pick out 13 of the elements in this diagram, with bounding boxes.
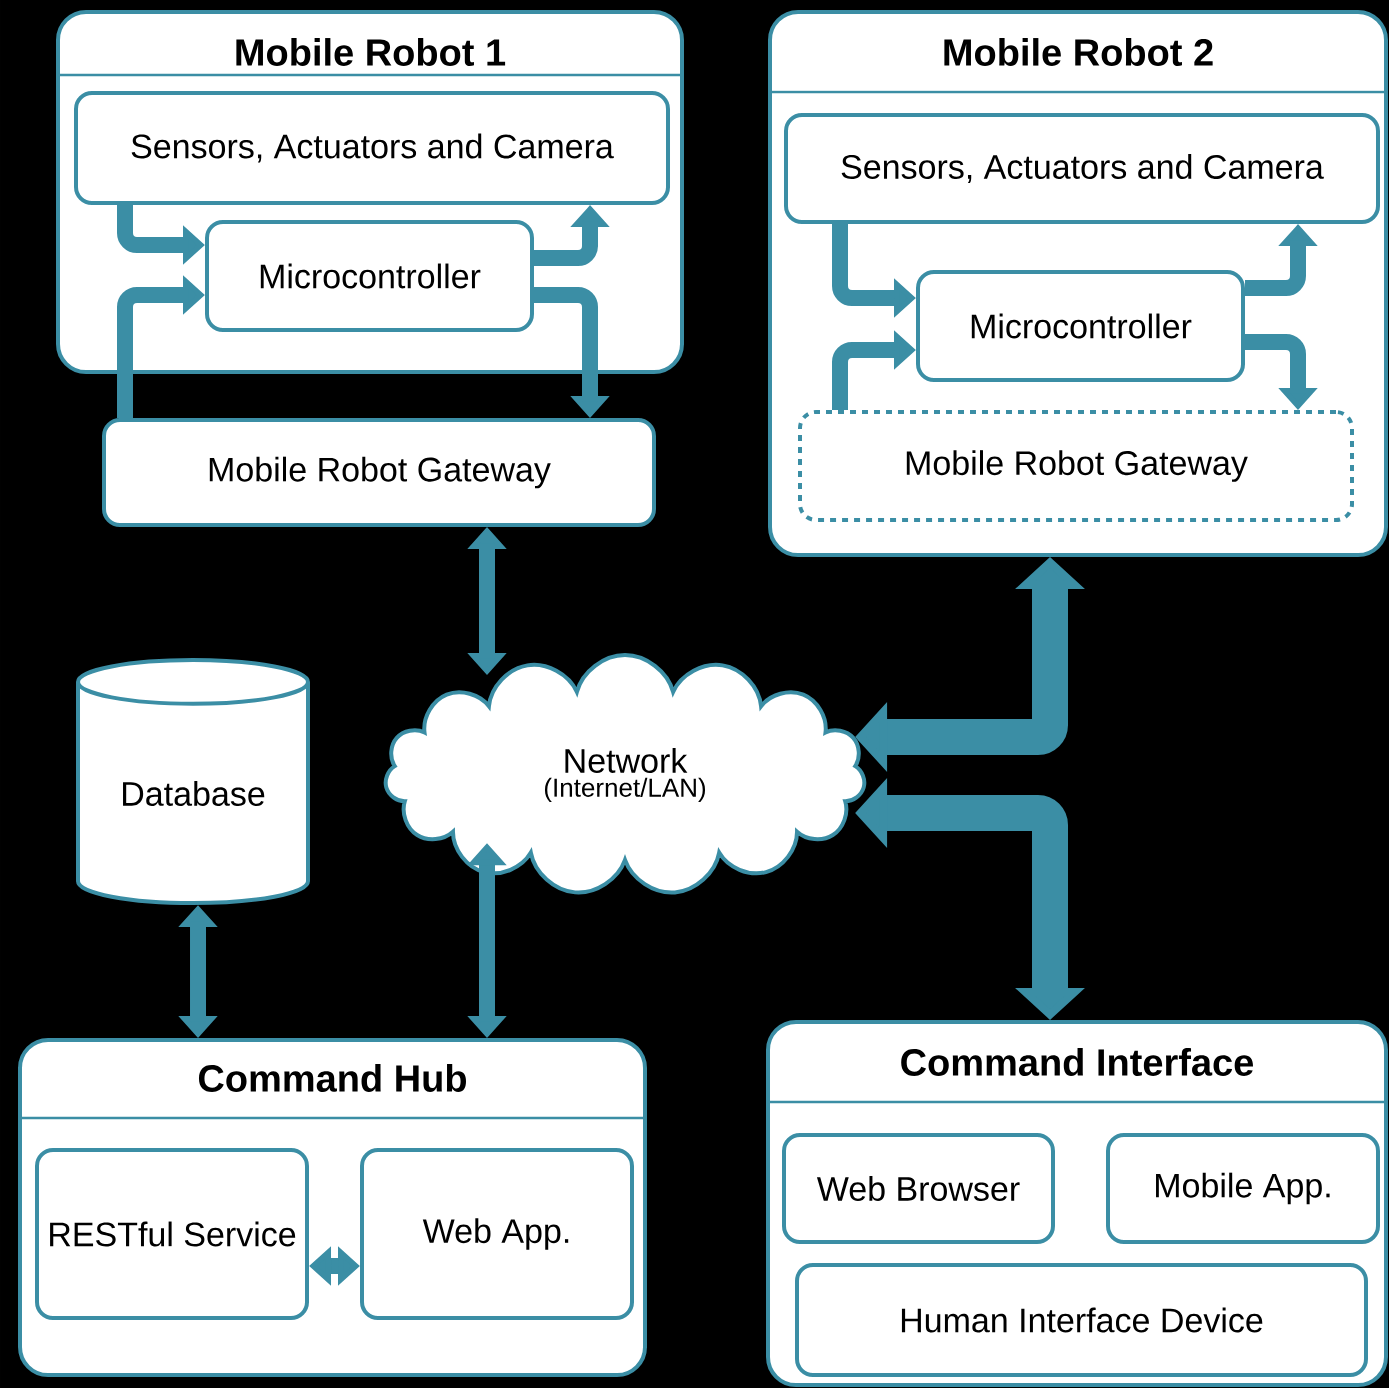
component-box: Microcontroller: [916, 270, 1245, 382]
database-cylinder: Database: [76, 658, 310, 906]
component-box: RESTful Service: [35, 1148, 309, 1320]
component-box: Web Browser: [782, 1133, 1055, 1244]
network-cloud: Network (Internet/LAN): [383, 653, 867, 895]
component-box: Microcontroller: [205, 220, 534, 332]
component-box: Human Interface Device: [795, 1263, 1368, 1377]
component-box: Mobile App.: [1106, 1133, 1380, 1244]
component-box: Mobile Robot Gateway: [102, 418, 656, 527]
component-box: Mobile Robot Gateway: [798, 410, 1354, 522]
component-box: Sensors, Actuators and Camera: [74, 91, 670, 205]
component-box: Web App.: [360, 1148, 634, 1320]
component-box: Sensors, Actuators and Camera: [784, 113, 1380, 224]
